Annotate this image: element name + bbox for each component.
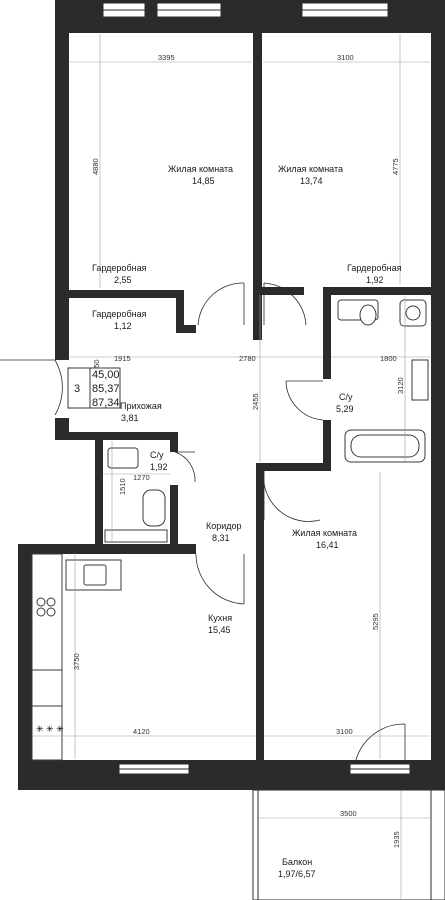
room-name-wardrobe3: Гардеробная (92, 309, 147, 319)
dim-3100-bottom: 3100 (336, 727, 353, 736)
room-area-balcony: 1,97/6,57 (278, 869, 316, 879)
room-area-hall: 3,81 (121, 413, 139, 423)
dim-3100-top: 3100 (337, 53, 354, 62)
dim-3500: 3500 (340, 809, 357, 818)
dim-1935: 1935 (392, 831, 401, 848)
dim-1270: 1270 (133, 473, 150, 482)
balcony-outline (252, 789, 445, 900)
dim-5295: 5295 (371, 613, 380, 630)
dimension-labels: 3395 3100 4880 4775 1915 2780 1800 3120 … (72, 53, 405, 848)
dim-3750: 3750 (72, 653, 81, 670)
room-area-bath2: 1,92 (150, 462, 168, 472)
hob-icon (36, 597, 46, 607)
summary-area-2: 85,37 (92, 383, 120, 395)
dim-4880: 4880 (91, 158, 100, 175)
room-area-wardrobe2: 1,92 (366, 275, 384, 285)
dim-2780: 2780 (239, 354, 256, 363)
summary-area-1: 45,00 (92, 369, 120, 381)
dim-4120: 4120 (133, 727, 150, 736)
summary-area-3: 87,34 (92, 397, 120, 409)
summary-rooms-count: 3 (74, 383, 80, 395)
dim-1510: 1510 (118, 478, 127, 495)
walls (18, 0, 445, 790)
room-area-corridor: 8,31 (212, 533, 230, 543)
dim-850: 850 (92, 359, 101, 372)
sink-icon (107, 447, 139, 469)
windows (102, 2, 411, 775)
room-name-wardrobe2: Гардеробная (347, 263, 402, 273)
room-area-living1: 14,85 (192, 176, 215, 186)
room-name-bath2: С/у (150, 450, 164, 460)
dim-1915: 1915 (114, 354, 131, 363)
sink-icon (411, 359, 429, 401)
dim-4775: 4775 (391, 158, 400, 175)
summary-box: 3 45,00 85,37 87,34 (67, 367, 121, 409)
room-labels: Жилая комната 14,85 Жилая комната 13,74 … (92, 164, 402, 879)
dim-3395: 3395 (158, 53, 175, 62)
room-name-kitchen: Кухня (208, 613, 232, 623)
kitchen-counter (31, 553, 63, 761)
room-area-living3: 16,41 (316, 540, 339, 550)
dimension-lines (33, 34, 430, 899)
room-name-corridor: Коридор (206, 521, 242, 531)
room-area-kitchen: 15,45 (208, 625, 231, 635)
room-name-wardrobe1: Гардеробная (92, 263, 147, 273)
dim-1800: 1800 (380, 354, 397, 363)
room-name-hall: Прихожая (120, 401, 162, 411)
dim-2455: 2455 (251, 393, 260, 410)
room-area-living2: 13,74 (300, 176, 323, 186)
svg-text:✳ ✳ ✳: ✳ ✳ ✳ (36, 724, 64, 734)
toilet-icon (142, 489, 166, 527)
room-area-bath1: 5,29 (336, 404, 354, 414)
room-name-balcony: Балкон (282, 857, 312, 867)
room-area-wardrobe1: 2,55 (114, 275, 132, 285)
room-area-wardrobe3: 1,12 (114, 321, 132, 331)
dim-3120: 3120 (396, 377, 405, 394)
room-name-living3: Жилая комната (292, 528, 357, 538)
room-name-living1: Жилая комната (168, 164, 233, 174)
toilet-icon (359, 304, 377, 326)
doors (0, 282, 406, 765)
room-name-bath1: С/у (339, 392, 353, 402)
room-name-living2: Жилая комната (278, 164, 343, 174)
